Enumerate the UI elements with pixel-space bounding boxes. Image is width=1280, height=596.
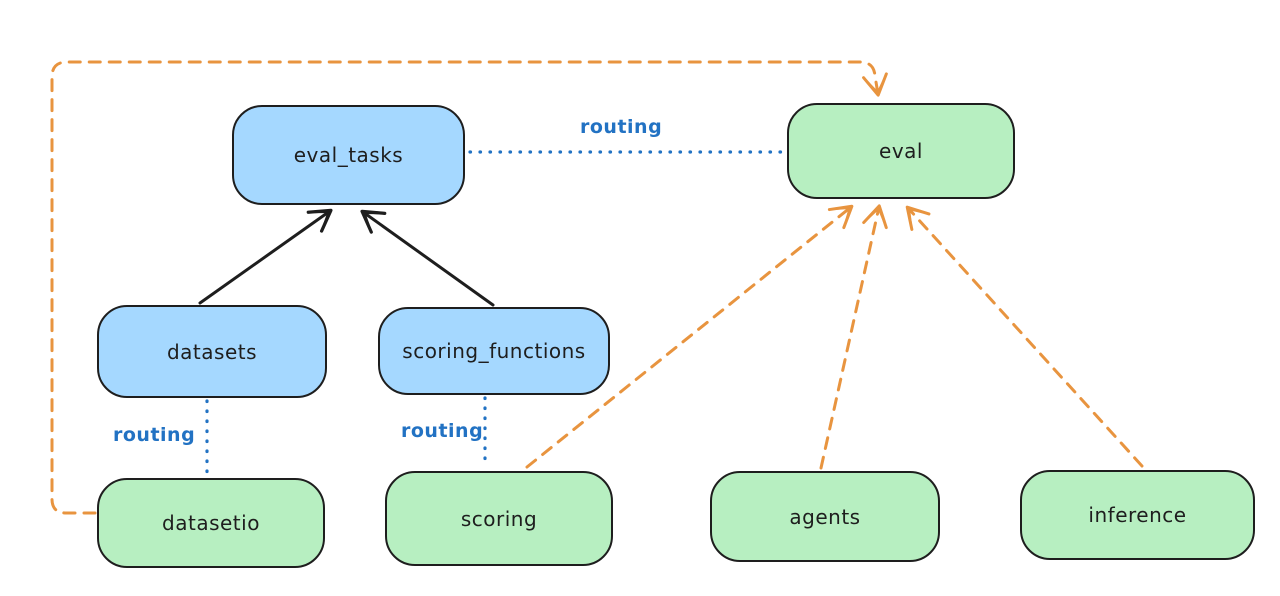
edge-agents-to-eval <box>819 204 888 470</box>
edge-datasets-to-eval-tasks <box>198 208 333 305</box>
node-scoring: scoring <box>385 471 613 566</box>
node-eval: eval <box>787 103 1015 199</box>
edge-datasetio-to-eval <box>50 60 888 515</box>
node-agents: agents <box>710 471 940 562</box>
node-scoring-label: scoring <box>460 506 538 531</box>
node-datasetio-label: datasetio <box>162 511 260 535</box>
node-agents-label: agents <box>789 504 861 529</box>
node-datasetio: datasetio <box>97 478 325 568</box>
node-inference-label: inference <box>1088 503 1187 527</box>
node-inference: inference <box>1020 470 1255 560</box>
node-datasets-label: datasets <box>166 339 258 364</box>
node-eval-tasks-label: eval_tasks <box>293 143 404 167</box>
edge-label-routing-top: routing <box>580 116 663 138</box>
node-datasets: datasets <box>97 305 327 398</box>
edge-scoring-to-eval <box>525 204 854 469</box>
edge-inference-to-eval <box>905 205 1144 468</box>
node-eval-tasks: eval_tasks <box>232 105 465 205</box>
node-scoring-functions: scoring_functions <box>378 307 610 395</box>
edge-label-routing-scoring: routing <box>401 420 484 442</box>
node-eval-label: eval <box>879 139 923 163</box>
node-scoring-functions-label: scoring_functions <box>402 339 586 363</box>
edge-scoring-functions-to-eval-tasks <box>360 209 495 307</box>
edge-label-routing-datasets: routing <box>113 424 196 446</box>
